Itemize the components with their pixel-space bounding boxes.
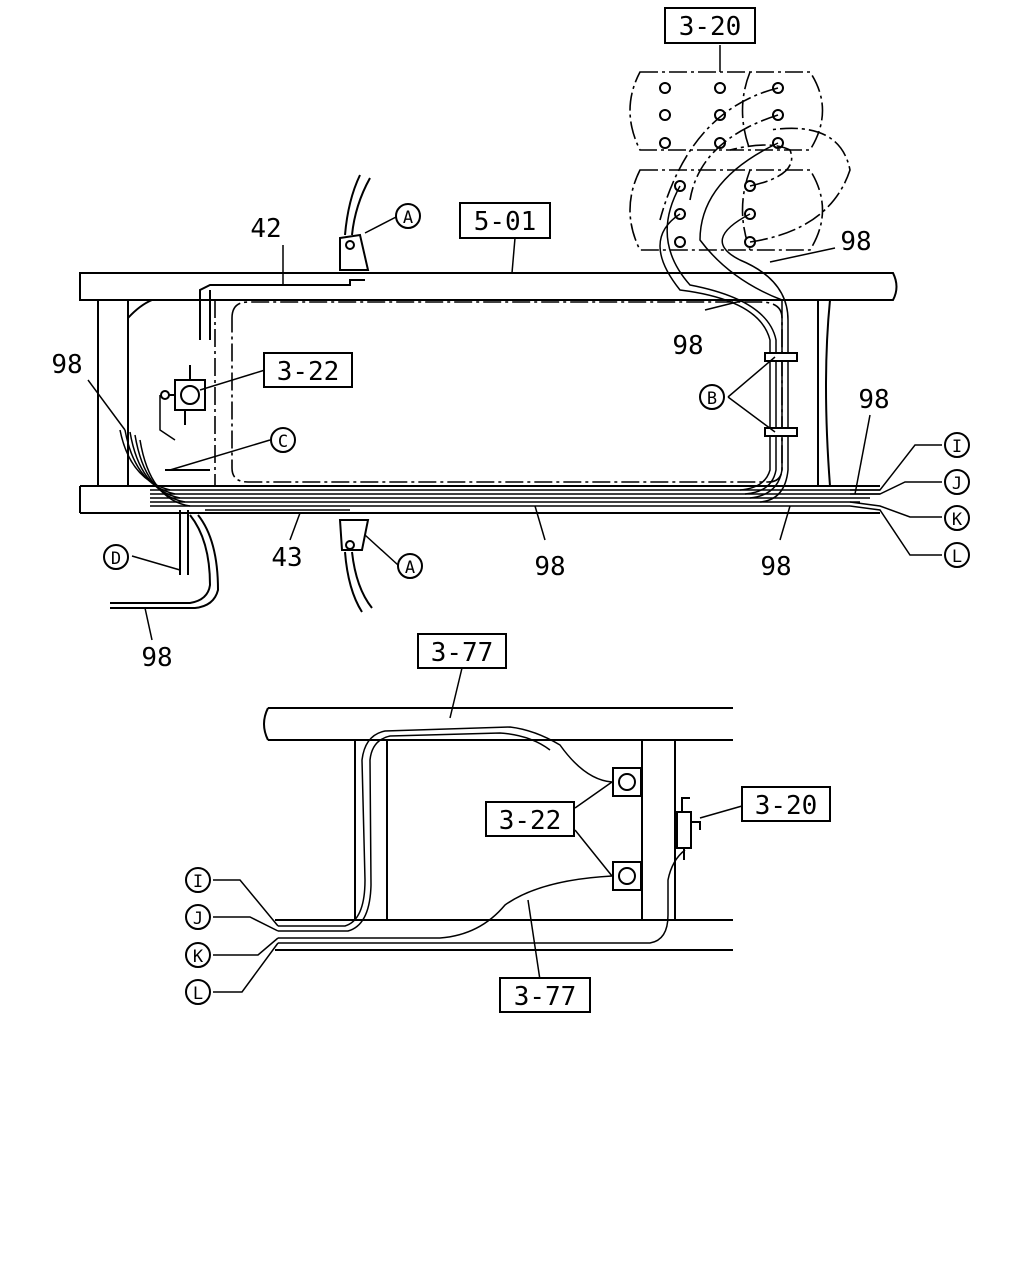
svg-text:J: J [952, 474, 962, 494]
svg-text:B: B [707, 389, 717, 409]
svg-text:K: K [193, 947, 204, 967]
label-98-upper-right: 98 [840, 227, 871, 257]
callout-j-top: J [944, 469, 970, 495]
label-98-bottom-right: 98 [760, 552, 791, 582]
svg-text:L: L [193, 984, 203, 1004]
callout-a-top: A [395, 203, 421, 229]
callout-l-top: L [944, 542, 970, 568]
label-98-left: 98 [51, 350, 82, 380]
label-98-right: 98 [858, 385, 889, 415]
ref-3-77-top: 3-77 [417, 633, 507, 669]
callout-b: B [699, 384, 725, 410]
svg-text:3-77: 3-77 [431, 638, 494, 668]
svg-text:I: I [952, 437, 962, 457]
svg-text:D: D [111, 549, 121, 569]
ref-3-22-bottom: 3-22 [485, 801, 575, 837]
ref-3-20-bottom: 3-20 [741, 786, 831, 822]
label-98-bottom-left: 98 [141, 643, 172, 673]
callout-i-bottom: I [185, 867, 211, 893]
svg-text:3-22: 3-22 [277, 357, 340, 387]
svg-text:3-20: 3-20 [679, 12, 742, 42]
callout-d: D [103, 544, 129, 570]
svg-text:5-01: 5-01 [474, 207, 537, 237]
tank-holes [659, 82, 784, 248]
label-98-mid-right: 98 [672, 331, 703, 361]
svg-text:I: I [193, 872, 203, 892]
ref-5-01: 5-01 [459, 202, 551, 239]
svg-text:L: L [952, 547, 962, 567]
ref-3-22-top: 3-22 [263, 352, 353, 388]
label-98-bottom-center: 98 [534, 552, 565, 582]
svg-text:3-77: 3-77 [514, 982, 577, 1012]
svg-text:3-22: 3-22 [499, 806, 562, 836]
callout-c: C [270, 427, 296, 453]
svg-text:C: C [278, 432, 288, 452]
callout-k-top: K [944, 505, 970, 531]
callout-a-bottom: A [397, 553, 423, 579]
callout-l-bottom: L [185, 979, 211, 1005]
svg-text:J: J [193, 909, 203, 929]
callout-i-top: I [944, 432, 970, 458]
svg-text:3-20: 3-20 [755, 791, 818, 821]
bottom-frame [213, 667, 743, 993]
label-42: 42 [250, 214, 281, 244]
ref-3-77-bottom: 3-77 [499, 977, 591, 1013]
svg-text:A: A [403, 208, 413, 228]
svg-text:A: A [405, 558, 415, 578]
label-43: 43 [271, 543, 302, 573]
top-frame [79, 45, 942, 641]
callout-k-bottom: K [185, 942, 211, 968]
ref-3-20-top: 3-20 [664, 7, 756, 44]
svg-text:K: K [952, 510, 963, 530]
callout-j-bottom: J [185, 904, 211, 930]
